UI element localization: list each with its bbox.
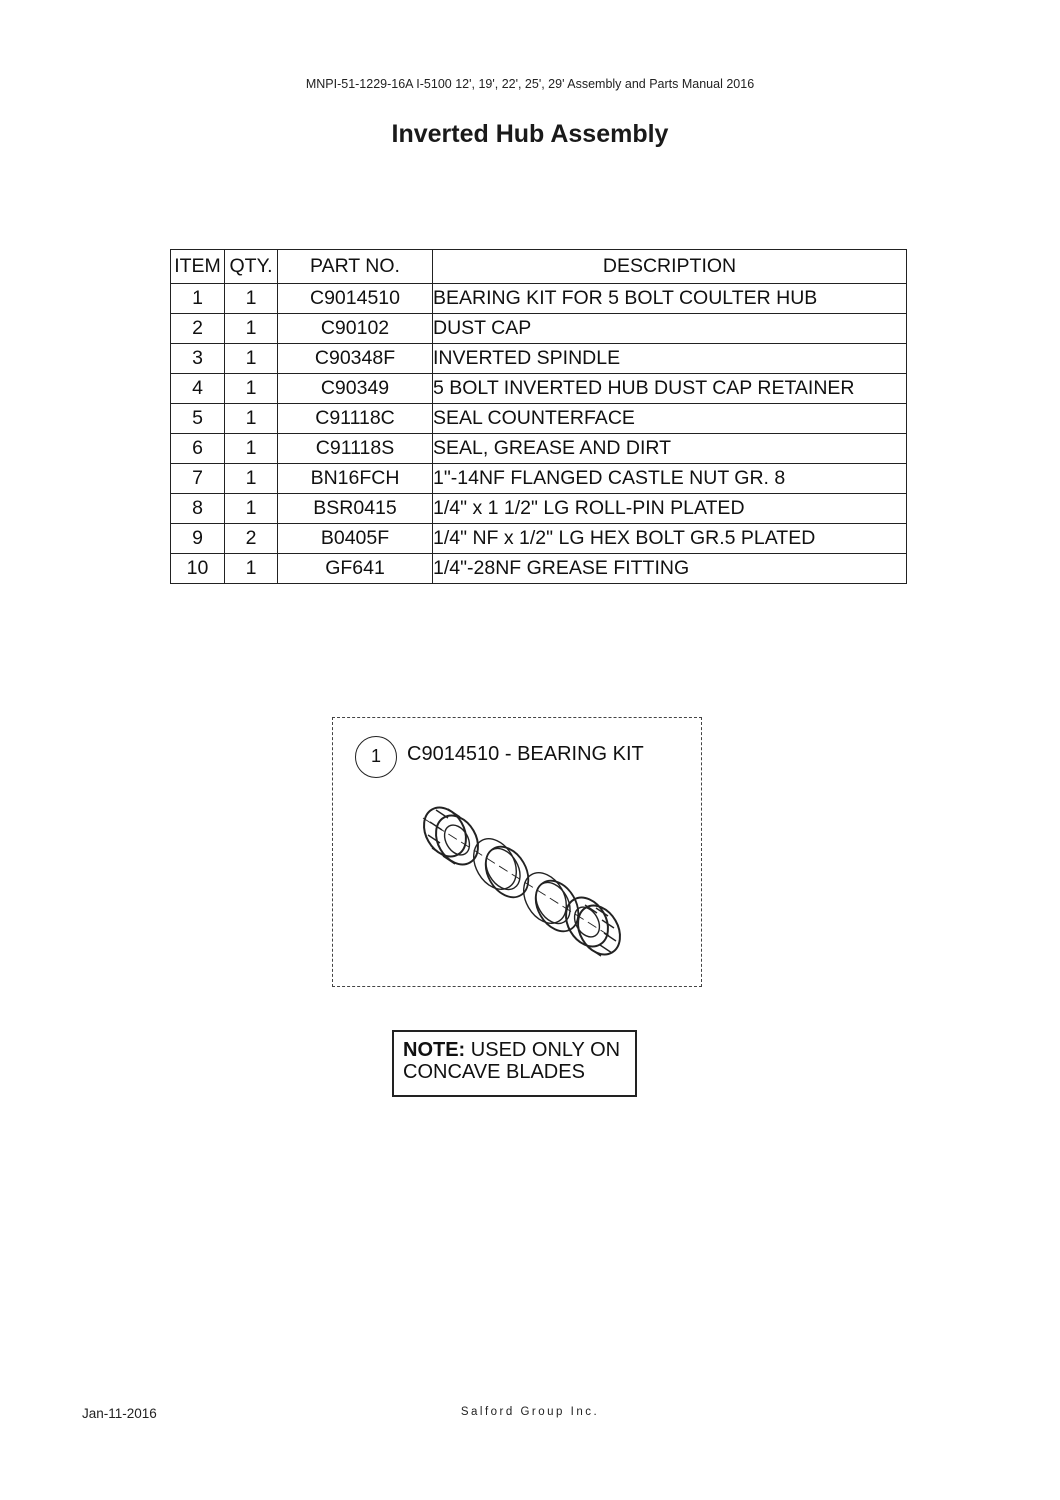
- cell-part-no: C90349: [277, 373, 433, 404]
- col-header-description: DESCRIPTION: [432, 249, 907, 284]
- cell-description: 1/4"-28NF GREASE FITTING: [432, 553, 907, 584]
- cell-item: 5: [170, 403, 225, 434]
- cell-part-no: BSR0415: [277, 493, 433, 524]
- bearing-cone-icon: [565, 896, 621, 957]
- cell-description: SEAL, GREASE AND DIRT: [432, 433, 907, 464]
- note-label: NOTE:: [403, 1039, 466, 1061]
- cell-qty: 1: [224, 493, 278, 524]
- bearing-cup-icon: [523, 872, 580, 933]
- cell-qty: 1: [224, 553, 278, 584]
- cell-qty: 1: [224, 433, 278, 464]
- cell-part-no: C90348F: [277, 343, 433, 374]
- cell-item: 9: [170, 523, 225, 554]
- cell-qty: 1: [224, 313, 278, 344]
- bearing-kit-label: C9014510 - BEARING KIT: [407, 743, 644, 765]
- note-box: NOTE: USED ONLY ON CONCAVE BLADES: [392, 1030, 637, 1097]
- page-title: Inverted Hub Assembly: [391, 120, 669, 148]
- cell-description: INVERTED SPINDLE: [432, 343, 907, 374]
- note-line-2: CONCAVE BLADES: [403, 1061, 585, 1083]
- cell-item: 3: [170, 343, 225, 374]
- cell-part-no: C9014510: [277, 283, 433, 314]
- manual-header: MNPI-51-1229-16A I-5100 12', 19', 22', 2…: [305, 77, 755, 91]
- cell-item: 2: [170, 313, 225, 344]
- table-header-row: ITEM QTY. PART NO. DESCRIPTION: [170, 249, 907, 284]
- cell-qty: 1: [224, 403, 278, 434]
- cell-part-no: C91118C: [277, 403, 433, 434]
- cell-part-no: B0405F: [277, 523, 433, 554]
- cell-part-no: BN16FCH: [277, 463, 433, 494]
- item-balloon: 1: [355, 736, 397, 778]
- bearing-kit-callout: 1 C9014510 - BEARING KIT: [332, 717, 702, 987]
- note-line-1: USED ONLY ON: [470, 1039, 621, 1061]
- cell-item: 4: [170, 373, 225, 404]
- bearing-cup-icon: [473, 838, 530, 899]
- cell-description: 5 BOLT INVERTED HUB DUST CAP RETAINER: [432, 373, 907, 404]
- col-header-qty: QTY.: [224, 249, 278, 284]
- cell-part-no: C90102: [277, 313, 433, 344]
- cell-item: 8: [170, 493, 225, 524]
- cell-qty: 1: [224, 463, 278, 494]
- cell-part-no: C91118S: [277, 433, 433, 464]
- cell-part-no: GF641: [277, 553, 433, 584]
- bearing-cone-icon: [423, 806, 479, 866]
- col-header-item: ITEM: [170, 249, 225, 284]
- cell-item: 7: [170, 463, 225, 494]
- footer-date: Jan-11-2016: [82, 1406, 157, 1421]
- bearing-kit-illustration: [422, 806, 621, 957]
- cell-item: 10: [170, 553, 225, 584]
- cell-item: 1: [170, 283, 225, 314]
- cell-description: 1/4" x 1 1/2" LG ROLL-PIN PLATED: [432, 493, 907, 524]
- footer-company: Salford Group Inc.: [460, 1406, 600, 1418]
- cell-qty: 1: [224, 283, 278, 314]
- cell-description: SEAL COUNTERFACE: [432, 403, 907, 434]
- cell-item: 6: [170, 433, 225, 464]
- cell-qty: 1: [224, 373, 278, 404]
- col-header-part-no: PART NO.: [277, 249, 433, 284]
- cell-description: 1"-14NF FLANGED CASTLE NUT GR. 8: [432, 463, 907, 494]
- cell-description: DUST CAP: [432, 313, 907, 344]
- cell-description: BEARING KIT FOR 5 BOLT COULTER HUB: [432, 283, 907, 314]
- cell-qty: 2: [224, 523, 278, 554]
- cell-qty: 1: [224, 343, 278, 374]
- cell-description: 1/4" NF x 1/2" LG HEX BOLT GR.5 PLATED: [432, 523, 907, 554]
